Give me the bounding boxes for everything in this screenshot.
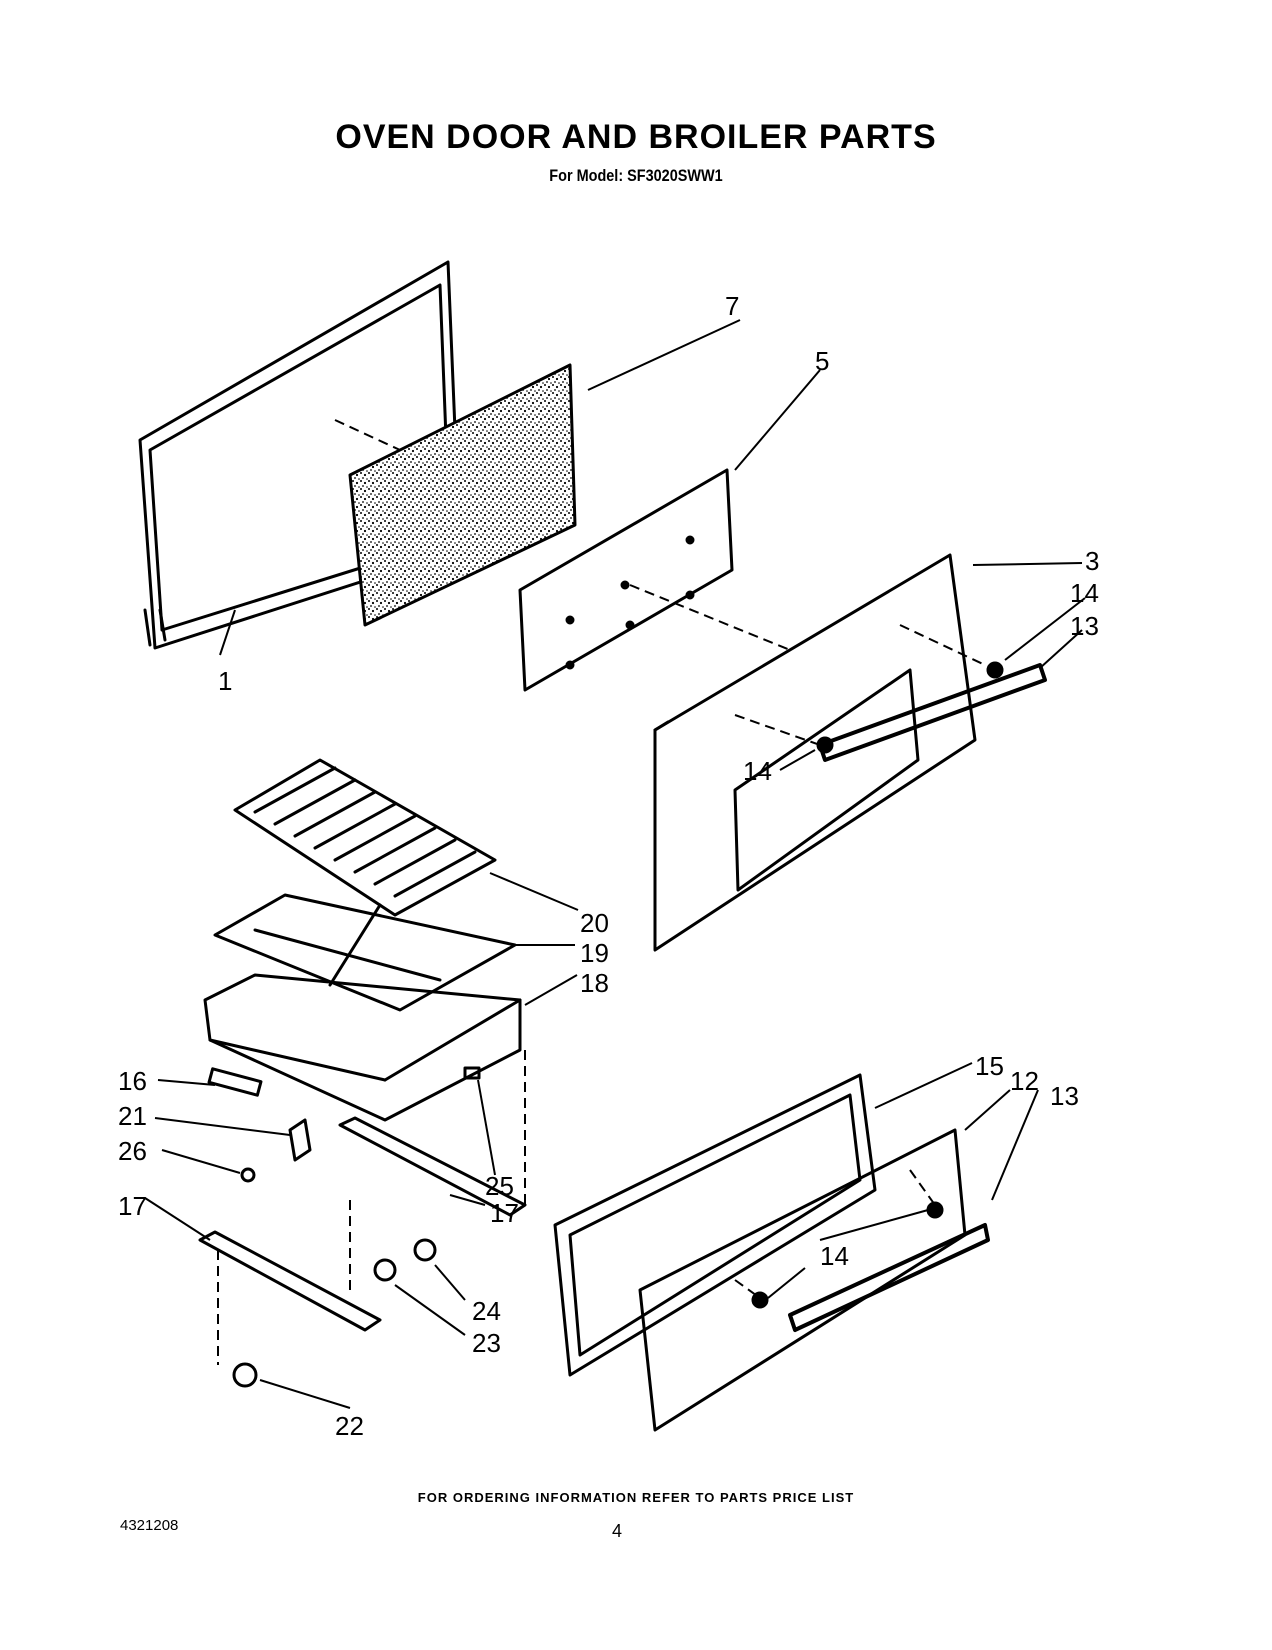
slide-rail-right (338, 1116, 527, 1217)
page-title: OVEN DOOR AND BROILER PARTS (335, 118, 937, 156)
callout-3: 3 (1085, 546, 1099, 576)
outer-oven-door (653, 553, 977, 952)
drawer-inner-panel (553, 1073, 877, 1377)
callout-17-left: 17 (118, 1191, 147, 1221)
callout-14-door: 14 (743, 756, 772, 786)
handle-spacer-lower-left (751, 1291, 769, 1309)
callout-17-right: 17 (490, 1198, 519, 1228)
broiler-grid (233, 758, 497, 917)
callout-7: 7 (725, 291, 739, 321)
callout-13-upper: 13 (1070, 611, 1099, 641)
ordering-note: FOR ORDERING INFORMATION REFER TO PARTS … (417, 1490, 855, 1505)
callout-22: 22 (335, 1411, 364, 1441)
knob-part-22 (232, 1362, 258, 1388)
broiler-pan-tray (213, 893, 517, 1012)
model-subtitle: For Model: SF3020SWW1 (549, 166, 723, 185)
bracket-part-21 (288, 1118, 312, 1162)
callout-15: 15 (975, 1051, 1004, 1081)
lower-drawer-handle (788, 1223, 990, 1332)
broiler-element-part-16 (207, 1067, 263, 1097)
callout-21: 21 (118, 1101, 147, 1131)
inner-panel (518, 468, 734, 692)
broiler-pan (203, 973, 522, 1122)
callout-13-lower: 13 (1050, 1081, 1079, 1111)
callout-24: 24 (472, 1296, 501, 1326)
callout-1: 1 (218, 666, 232, 696)
page-number: 4 (612, 1521, 623, 1541)
callout-20: 20 (580, 908, 609, 938)
handle-spacer-upper-left (816, 736, 834, 754)
callout-19: 19 (580, 938, 609, 968)
callout-14-lower: 14 (820, 1241, 849, 1271)
upper-door-handle (818, 663, 1047, 762)
handle-spacer-upper-right (986, 661, 1004, 679)
slide-rail-left (198, 1230, 382, 1332)
callout-14-upper: 14 (1070, 578, 1099, 608)
insulation-pad (348, 363, 577, 627)
callout-12: 12 (1010, 1066, 1039, 1096)
callout-18: 18 (580, 968, 609, 998)
screw-part-26 (240, 1167, 256, 1183)
callout-23: 23 (472, 1328, 501, 1358)
callout-16: 16 (118, 1066, 147, 1096)
handle-spacer-lower-right (926, 1201, 944, 1219)
document-number: 4321208 (120, 1517, 179, 1534)
fitting-part-23 (373, 1258, 397, 1282)
fitting-part-24 (413, 1238, 437, 1262)
clip-part-25 (463, 1066, 481, 1080)
callout-26: 26 (118, 1136, 147, 1166)
callout-25: 25 (485, 1171, 514, 1201)
callout-5: 5 (815, 346, 829, 376)
